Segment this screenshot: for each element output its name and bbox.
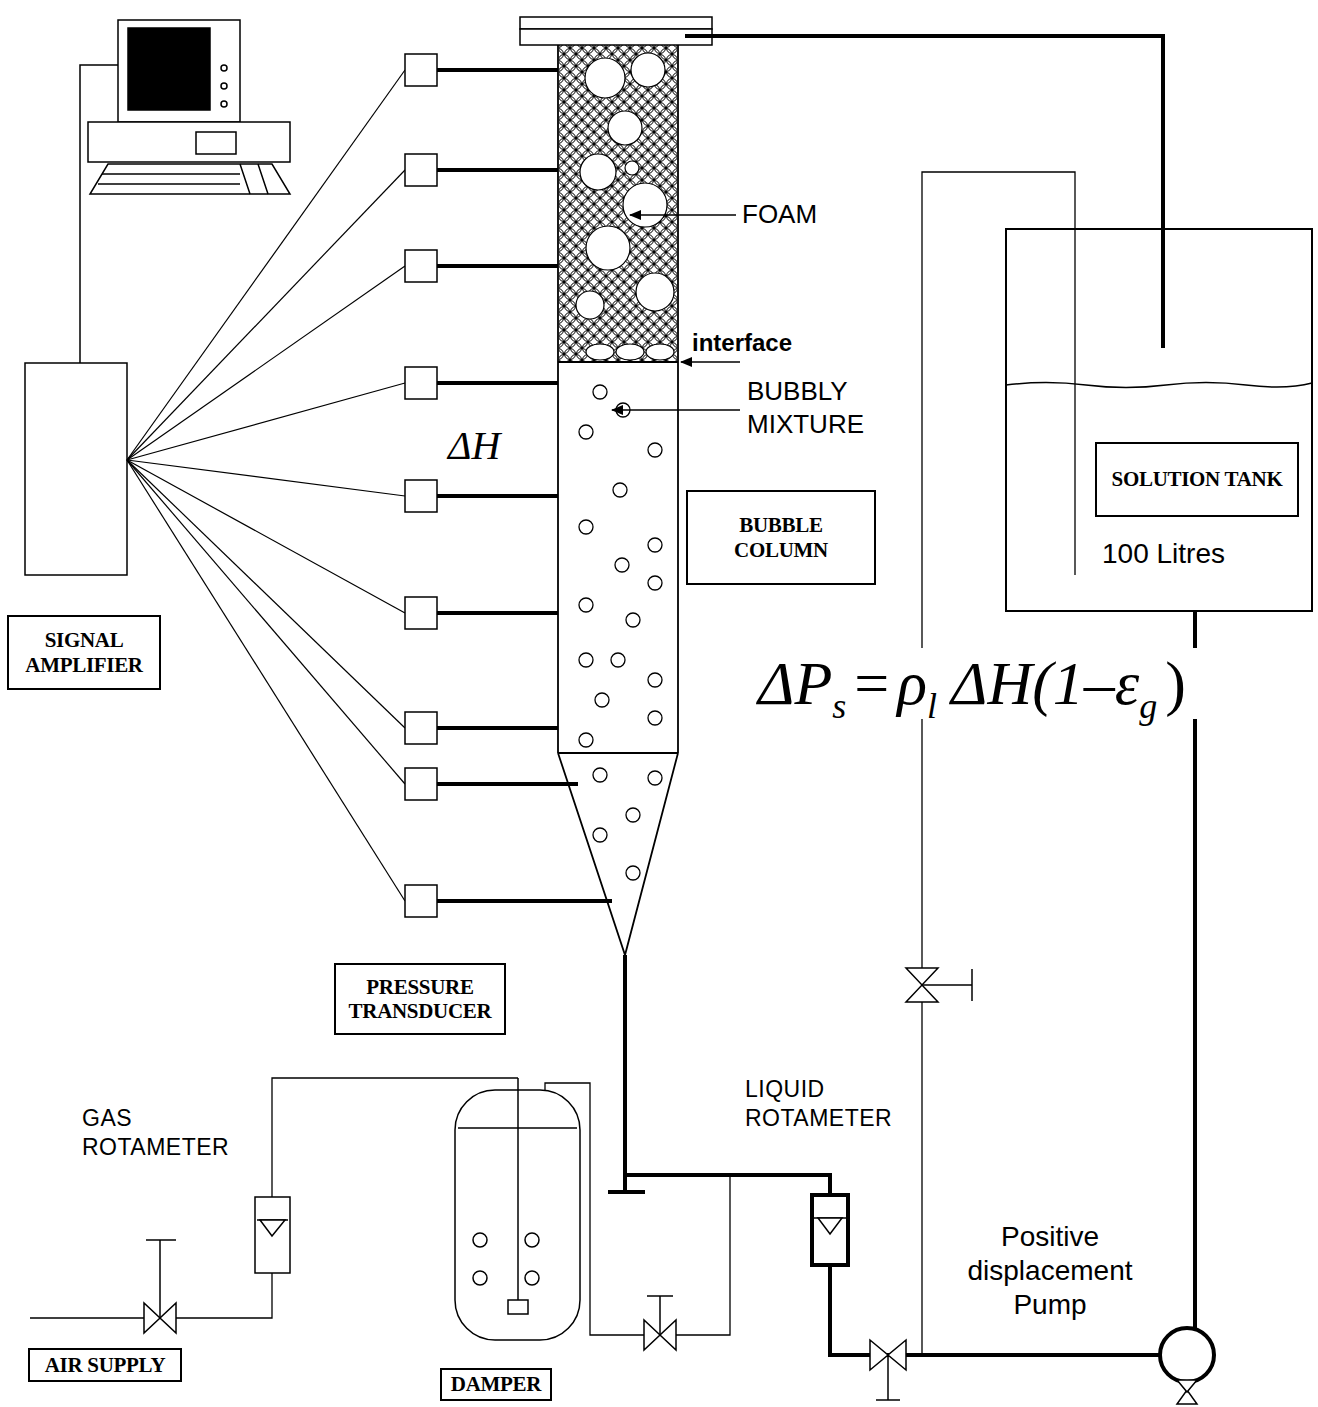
pressure-transducers (405, 54, 437, 917)
box-label: SIGNAL AMPLIFIER (13, 628, 155, 676)
region-label: FOAM (742, 198, 817, 231)
bubble-column (558, 45, 678, 955)
box-label: PRESSURE TRANSDUCER (340, 975, 500, 1023)
hydrostatic-formula: ΔPs=ρlΔH(1–εg) (752, 648, 1200, 719)
solution-tank: 100 Litres SOLUTION TANK (1005, 228, 1313, 612)
amplifier-label-box: SIGNAL AMPLIFIER (7, 615, 161, 690)
formula-term: (1–ε (1032, 648, 1139, 719)
damper-vessel (455, 1078, 580, 1340)
return-pipe (685, 36, 1163, 348)
liquid-valve (870, 1340, 906, 1400)
gas-rotameter (255, 1197, 290, 1273)
box-label: SOLUTION TANK (1112, 467, 1283, 491)
formula-term: = (854, 648, 889, 719)
foam-layer (559, 45, 677, 362)
instrument-label: GAS ROTAMETER (82, 1104, 257, 1162)
formula-term: ρ (897, 648, 927, 719)
liquid-bubbles (579, 385, 662, 880)
capacity-label: 100 Litres (1102, 538, 1225, 570)
tee-fitting (608, 1175, 645, 1192)
box-label: DAMPER (451, 1372, 541, 1396)
liquid-rotameter (812, 1195, 848, 1265)
damper-label-box: DAMPER (440, 1368, 552, 1401)
amplifier-box (25, 363, 127, 575)
air-valve (144, 1240, 176, 1333)
liquid-surface (1006, 383, 1312, 388)
bypass-valve (644, 1296, 676, 1350)
instrument-label: LIQUID ROTAMETER (745, 1075, 905, 1133)
formula-term: s (832, 685, 846, 727)
box-label: AIR SUPPLY (45, 1353, 166, 1377)
foam-bubbles (576, 53, 674, 360)
recycle-valve (906, 968, 972, 1002)
signal-wires (127, 70, 405, 901)
recycle-line (922, 172, 1075, 1355)
formula-term: g (1139, 685, 1157, 727)
formula-term: ΔH (951, 648, 1032, 719)
column-label-box: BUBBLE COLUMN (686, 490, 876, 585)
region-label: interface (692, 328, 792, 358)
equipment-label: Positive displacement Pump (945, 1220, 1155, 1322)
formula-term: ) (1165, 648, 1186, 719)
computer (88, 20, 290, 194)
liquid-feed-line (625, 955, 830, 1195)
column-flange (520, 17, 712, 45)
leader-arrows (612, 215, 740, 410)
transducer-label-box: PRESSURE TRANSDUCER (334, 963, 506, 1035)
formula-term: ΔP (758, 648, 832, 719)
height-symbol: ΔH (448, 422, 500, 469)
box-label: BUBBLE COLUMN (692, 513, 870, 561)
formula-term: l (927, 685, 937, 727)
computer-cable (80, 65, 118, 363)
air-line (272, 1078, 518, 1197)
tank-outlet (1193, 612, 1197, 1328)
air-supply-label-box: AIR SUPPLY (28, 1348, 182, 1382)
tank-label-box: SOLUTION TANK (1095, 442, 1299, 517)
pump-symbol (1160, 1328, 1214, 1404)
region-label: BUBBLY MIXTURE (747, 375, 897, 440)
